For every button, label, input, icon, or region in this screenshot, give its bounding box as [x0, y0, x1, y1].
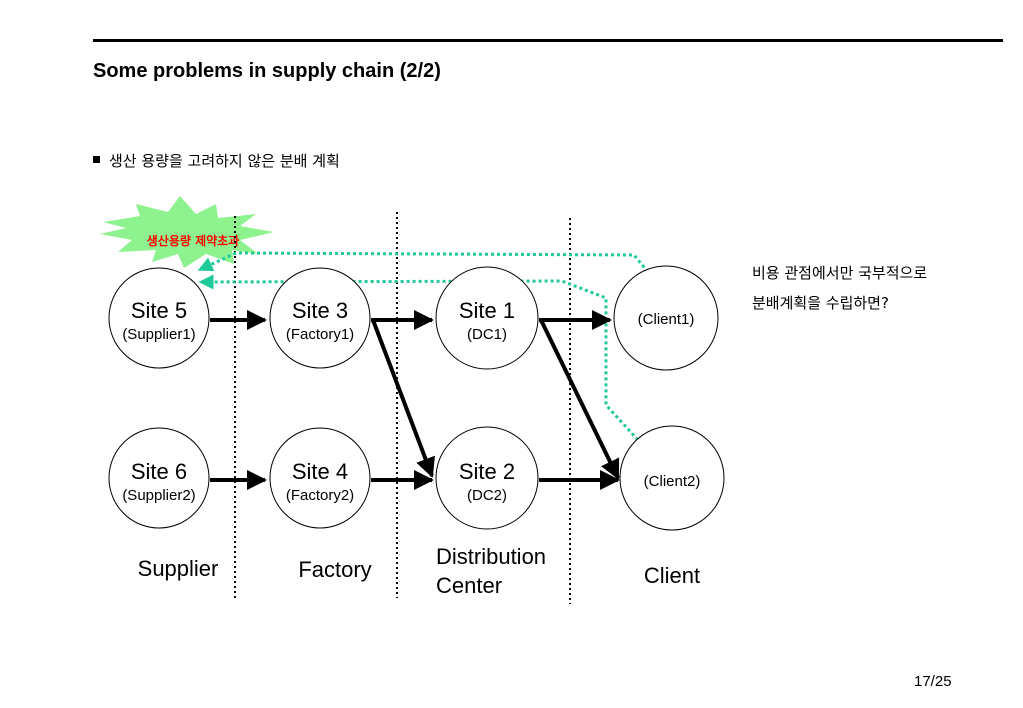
- node-site2-title: Site 2: [459, 459, 515, 484]
- column-labels: Supplier Factory Distribution Center Cli…: [138, 544, 700, 598]
- node-site3-sub: (Factory1): [286, 326, 354, 343]
- node-site5: Site 5 (Supplier1): [108, 267, 210, 369]
- node-client2: (Client2): [619, 425, 725, 531]
- page-number: 17/25: [914, 673, 952, 690]
- node-site6-title: Site 6: [131, 459, 187, 484]
- side-note-line-2: 분배계획을 수립하면?: [752, 294, 889, 312]
- node-site2: Site 2 (DC2): [435, 426, 539, 530]
- burst-shape: [100, 196, 274, 268]
- slide-title: Some problems in supply chain (2/2): [93, 60, 441, 82]
- title-rule: [93, 39, 1003, 42]
- node-site4: Site 4 (Factory2): [269, 427, 371, 529]
- node-site4-title: Site 4: [292, 459, 348, 484]
- node-site1-sub: (DC1): [467, 326, 507, 343]
- node-site3-title: Site 3: [292, 298, 348, 323]
- node-site3: Site 3 (Factory1): [269, 267, 371, 369]
- bullet-text: 생산 용량을 고려하지 않은 분배 계획: [109, 152, 340, 170]
- node-client2-label: (Client2): [644, 473, 701, 490]
- node-site5-title: Site 5: [131, 298, 187, 323]
- arrow-site1-client2: [539, 319, 620, 480]
- burst-label: 생산용량 제약초과: [147, 233, 240, 248]
- node-site2-sub: (DC2): [467, 487, 507, 504]
- column-label-distribution-line-2: Center: [436, 573, 502, 598]
- bullet-point: 생산 용량을 고려하지 않은 분배 계획: [93, 150, 340, 171]
- node-site1: Site 1 (DC1): [435, 266, 539, 370]
- dotted-route-client1: [197, 251, 650, 273]
- column-label-factory: Factory: [298, 557, 371, 582]
- node-site5-sub: (Supplier1): [122, 326, 195, 343]
- dotted-route-client2: [198, 274, 640, 442]
- capacity-burst-callout: 생산용량 제약초과: [100, 196, 274, 268]
- column-label-supplier: Supplier: [138, 556, 219, 581]
- side-note-line-1: 비용 관점에서만 국부적으로: [752, 264, 928, 282]
- flow-arrows: [210, 310, 620, 490]
- node-site4-sub: (Factory2): [286, 487, 354, 504]
- column-label-client: Client: [644, 563, 700, 588]
- node-site6: Site 6 (Supplier2): [108, 427, 210, 529]
- side-note: 비용 관점에서만 국부적으로 분배계획을 수립하면?: [752, 258, 927, 318]
- node-client1-label: (Client1): [638, 311, 695, 328]
- node-client1: (Client1): [613, 265, 719, 371]
- column-separators: [234, 212, 571, 604]
- arrow-site3-site2: [371, 319, 435, 478]
- column-label-distribution-line-1: Distribution: [436, 544, 546, 569]
- node-site1-title: Site 1: [459, 298, 515, 323]
- node-site6-sub: (Supplier2): [122, 487, 195, 504]
- square-bullet-icon: [93, 156, 100, 163]
